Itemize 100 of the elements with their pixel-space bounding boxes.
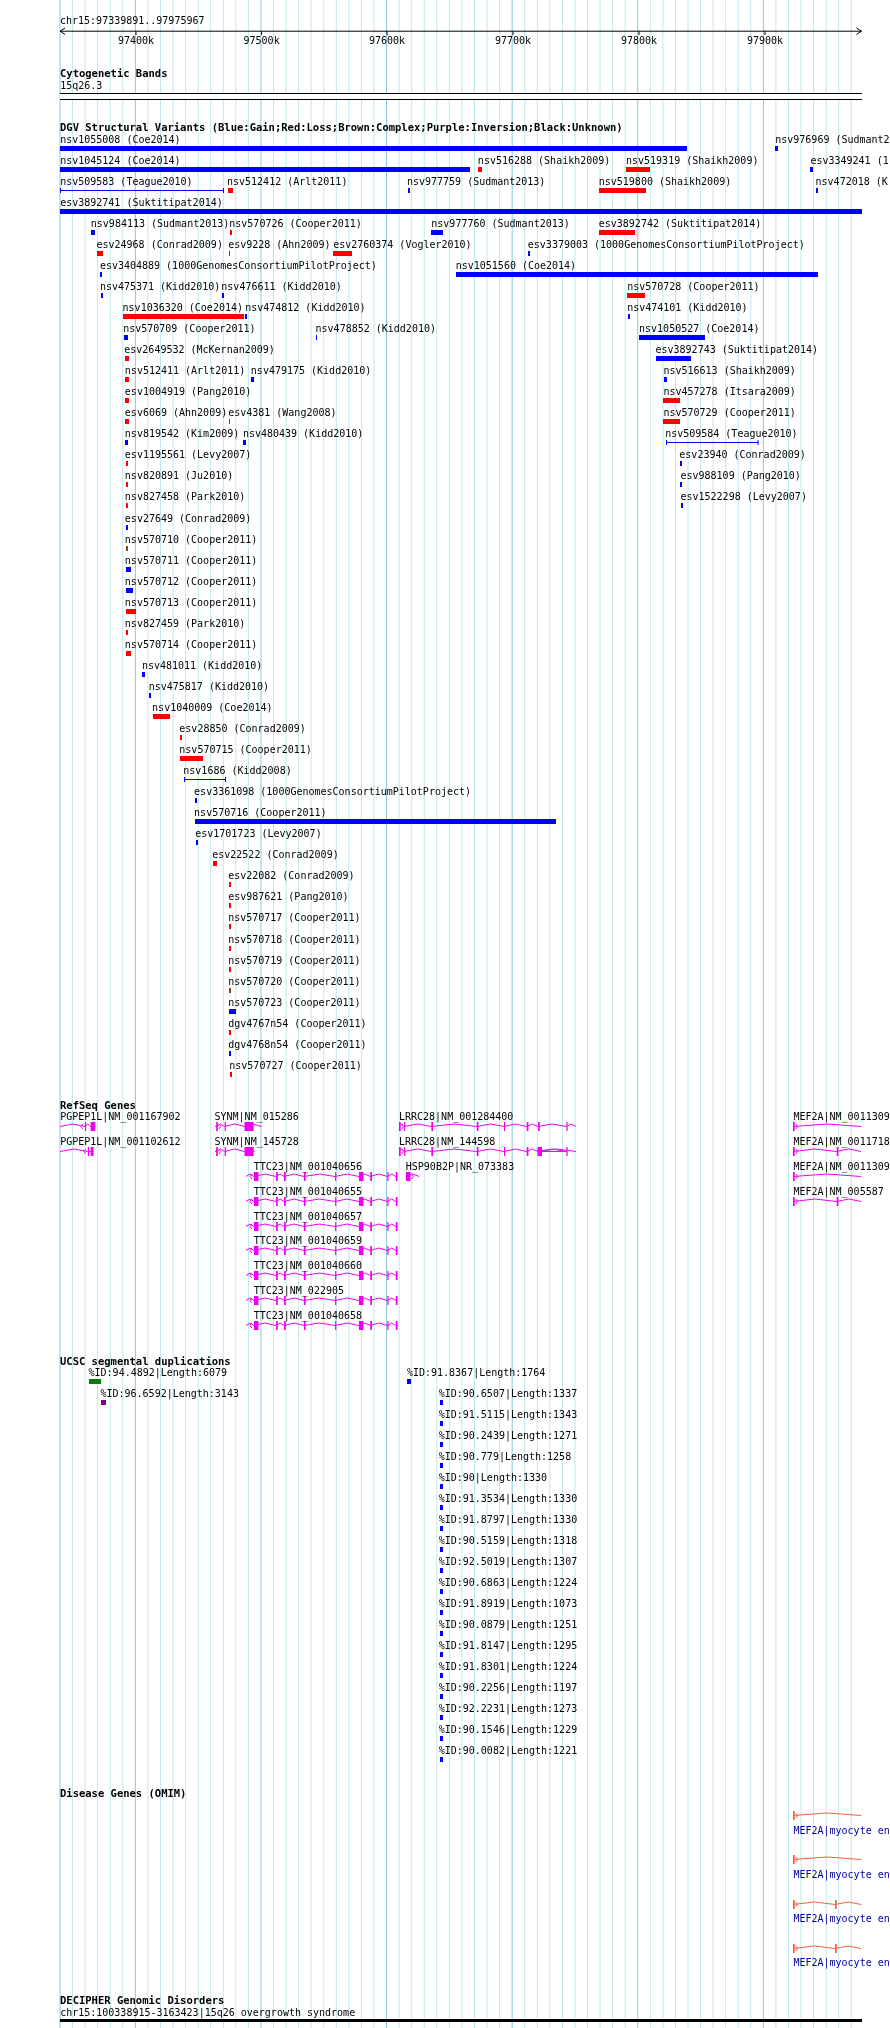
- duplication-label: %ID:91.3534|Length:1330: [438, 1494, 578, 1505]
- variant-label: nsv820891 (Ju2010): [124, 471, 234, 482]
- variant-label: esv3892741 (Suktitipat2014): [60, 197, 223, 208]
- disorder-label: chr15:100338915-3163423|15q26 overgrowth syndrome: [60, 2007, 356, 2018]
- variant-label: nsv570709 (Cooper2011): [123, 324, 256, 335]
- variant-label: nsv474101 (Kidd2010): [627, 303, 748, 313]
- variant-label: nsv570719 (Cooper2011): [228, 955, 361, 966]
- variant-label: esv3379003 (1000GenomesConsortiumPilotProject): [527, 239, 805, 250]
- variant-label: nsv474812 (Kidd2010): [245, 303, 366, 313]
- variant-label: esv2649532 (McKernan2009): [124, 345, 275, 356]
- disease-gene-label: MEF2A|myocyte en: [793, 1958, 890, 1969]
- track-title: Cytogenetic Bands: [60, 68, 168, 80]
- ruler-position-label: chr15:97339891..97975967: [60, 16, 205, 26]
- gene-label: TTC23|NM_001040656: [253, 1161, 363, 1172]
- variant-label: nsv1686 (Kidd2008): [183, 766, 292, 777]
- gene-label: HSP90B2P|NR_073383: [405, 1161, 515, 1172]
- gene-label: TTC23|NM_001040659: [253, 1236, 363, 1247]
- variant-label: esv4381 (Wang2008): [228, 408, 337, 419]
- variant-label: dgv4767n54 (Cooper2011): [228, 1018, 367, 1029]
- variant-label: nsv570715 (Cooper2011): [179, 745, 312, 756]
- duplication-label: %ID:90.5159|Length:1318: [438, 1536, 578, 1547]
- variant-label: nsv478852 (Kidd2010): [315, 324, 436, 335]
- track-title: DGV Structural Variants (Blue:Gain;Red:Loss;Brown:Complex;Purple:Inversion;Black:Unknown): [60, 122, 623, 134]
- variant-label: nsv516288 (Shaikh2009): [477, 155, 611, 166]
- variant-label: esv1195561 (Levy2007): [124, 450, 252, 461]
- disease-gene-label: MEF2A|myocyte en: [793, 1914, 890, 1925]
- gene-label: PGPEP1L|NM_001167902: [60, 1111, 181, 1122]
- variant-label: esv9228 (Ahn2009): [228, 239, 331, 250]
- gene-label: TTC23|NM_001040660: [253, 1261, 363, 1272]
- duplication-label: %ID:96.6592|Length:3143: [100, 1389, 239, 1400]
- duplication-label: %ID:90.779|Length:1258: [438, 1452, 572, 1463]
- variant-label: esv3892743 (Suktitipat2014): [655, 345, 819, 356]
- variant-label: nsv457278 (Itsara2009): [663, 387, 796, 398]
- axis-tick-label: 97500k: [243, 36, 280, 46]
- variant-label: nsv1055008 (Coe2014): [60, 134, 181, 145]
- variant-label: nsv476611 (Kidd2010): [221, 281, 342, 292]
- variant-label: nsv472018 (K: [815, 176, 888, 187]
- duplication-label: %ID:90.6863|Length:1224: [438, 1578, 578, 1589]
- variant-label: esv22522 (Conrad2009): [212, 850, 339, 861]
- gene-label: MEF2A|NM_0011309: [793, 1161, 890, 1172]
- gene-label: TTC23|NM_001040658: [253, 1311, 363, 1322]
- gene-label: LRRC28|NM_144598: [398, 1136, 496, 1147]
- track-title: RefSeq Genes: [60, 1100, 136, 1111]
- variant-label: nsv509584 (Teague2010): [665, 429, 798, 440]
- variant-label: nsv570714 (Cooper2011): [124, 639, 258, 650]
- variant-label: esv6069 (Ahn2009): [124, 408, 228, 419]
- variant-label: nsv475371 (Kidd2010): [99, 281, 221, 292]
- disease-gene-label: MEF2A|myocyte en: [793, 1825, 890, 1836]
- duplication-label: %ID:91.8147|Length:1295: [438, 1641, 578, 1652]
- duplication-label: %ID:92.5019|Length:1307: [438, 1557, 578, 1568]
- variant-label: esv27649 (Conrad2009): [124, 513, 252, 524]
- duplication-label: %ID:91.5115|Length:1343: [438, 1410, 578, 1421]
- variant-label: nsv1051560 (Coe2014): [455, 260, 577, 271]
- variant-label: nsv1045124 (Coe2014): [60, 155, 181, 166]
- variant-label: nsv1050527 (Coe2014): [639, 324, 760, 335]
- variant-label: nsv479175 (Kidd2010): [250, 366, 372, 377]
- variant-label: nsv977760 (Sudmant2013): [431, 218, 570, 229]
- axis-tick-label: 97400k: [117, 36, 155, 46]
- variant-label: esv3892742 (Suktitipat2014): [598, 218, 762, 229]
- variant-label: nsv570711 (Cooper2011): [124, 555, 258, 566]
- variant-label: nsv570726 (Cooper2011): [229, 218, 362, 229]
- duplication-label: %ID:94.4892|Length:6079: [88, 1368, 227, 1379]
- variant-label: esv22082 (Conrad2009): [228, 871, 355, 882]
- variant-label: nsv570712 (Cooper2011): [124, 576, 258, 587]
- band-label: 15q26.3: [60, 81, 103, 92]
- duplication-label: %ID:91.8919|Length:1073: [438, 1599, 578, 1610]
- gene-label: MEF2A|NM_0011309: [793, 1111, 890, 1122]
- variant-label: nsv570710 (Cooper2011): [124, 534, 258, 545]
- variant-label: nsv570729 (Cooper2011): [663, 408, 796, 419]
- variant-label: esv1701723 (Levy2007): [195, 829, 322, 840]
- variant-label: esv3349241 (1: [810, 155, 889, 166]
- variant-label: esv3361098 (1000GenomesConsortiumPilotProject): [194, 787, 472, 798]
- variant-label: nsv480439 (Kidd2010): [242, 429, 364, 440]
- gene-label: SYNM|NM_145728: [214, 1136, 299, 1147]
- gene-label: TTC23|NM_022905: [253, 1286, 344, 1297]
- duplication-label: %ID:91.8367|Length:1764: [406, 1368, 546, 1379]
- variant-label: nsv519800 (Shaikh2009): [598, 176, 732, 187]
- variant-label: esv988109 (Pang2010): [680, 471, 801, 482]
- gene-label: PGPEP1L|NM_001102612: [60, 1136, 181, 1147]
- variant-label: esv987621 (Pang2010): [228, 892, 349, 903]
- variant-label: nsv570727 (Cooper2011): [229, 1060, 362, 1071]
- duplication-label: %ID:91.8301|Length:1224: [438, 1662, 578, 1673]
- variant-label: nsv570718 (Cooper2011): [228, 934, 361, 945]
- variant-label: esv28850 (Conrad2009): [179, 724, 306, 734]
- track-title: Disease Genes (OMIM): [60, 1787, 187, 1799]
- variant-label: nsv977759 (Sudmant2013): [406, 176, 546, 187]
- variant-label: nsv516613 (Shaikh2009): [663, 366, 796, 377]
- gene-label: LRRC28|NM_001284400: [398, 1111, 514, 1122]
- variant-label: nsv976969 (Sudmant2: [775, 134, 890, 145]
- variant-label: nsv509583 (Teague2010): [60, 176, 193, 187]
- axis-tick-label: 97600k: [368, 36, 406, 46]
- variant-label: nsv819542 (Kim2009): [124, 429, 240, 440]
- variant-label: nsv481011 (Kidd2010): [141, 660, 263, 671]
- variant-label: nsv570717 (Cooper2011): [228, 913, 361, 924]
- variant-label: nsv512412 (Arlt2011): [227, 176, 348, 187]
- variant-label: nsv827459 (Park2010): [124, 618, 246, 629]
- variant-label: nsv570723 (Cooper2011): [228, 997, 361, 1008]
- variant-label: nsv475817 (Kidd2010): [148, 681, 270, 692]
- axis-tick-label: 97900k: [746, 36, 784, 46]
- variant-label: nsv519319 (Shaikh2009): [626, 155, 759, 166]
